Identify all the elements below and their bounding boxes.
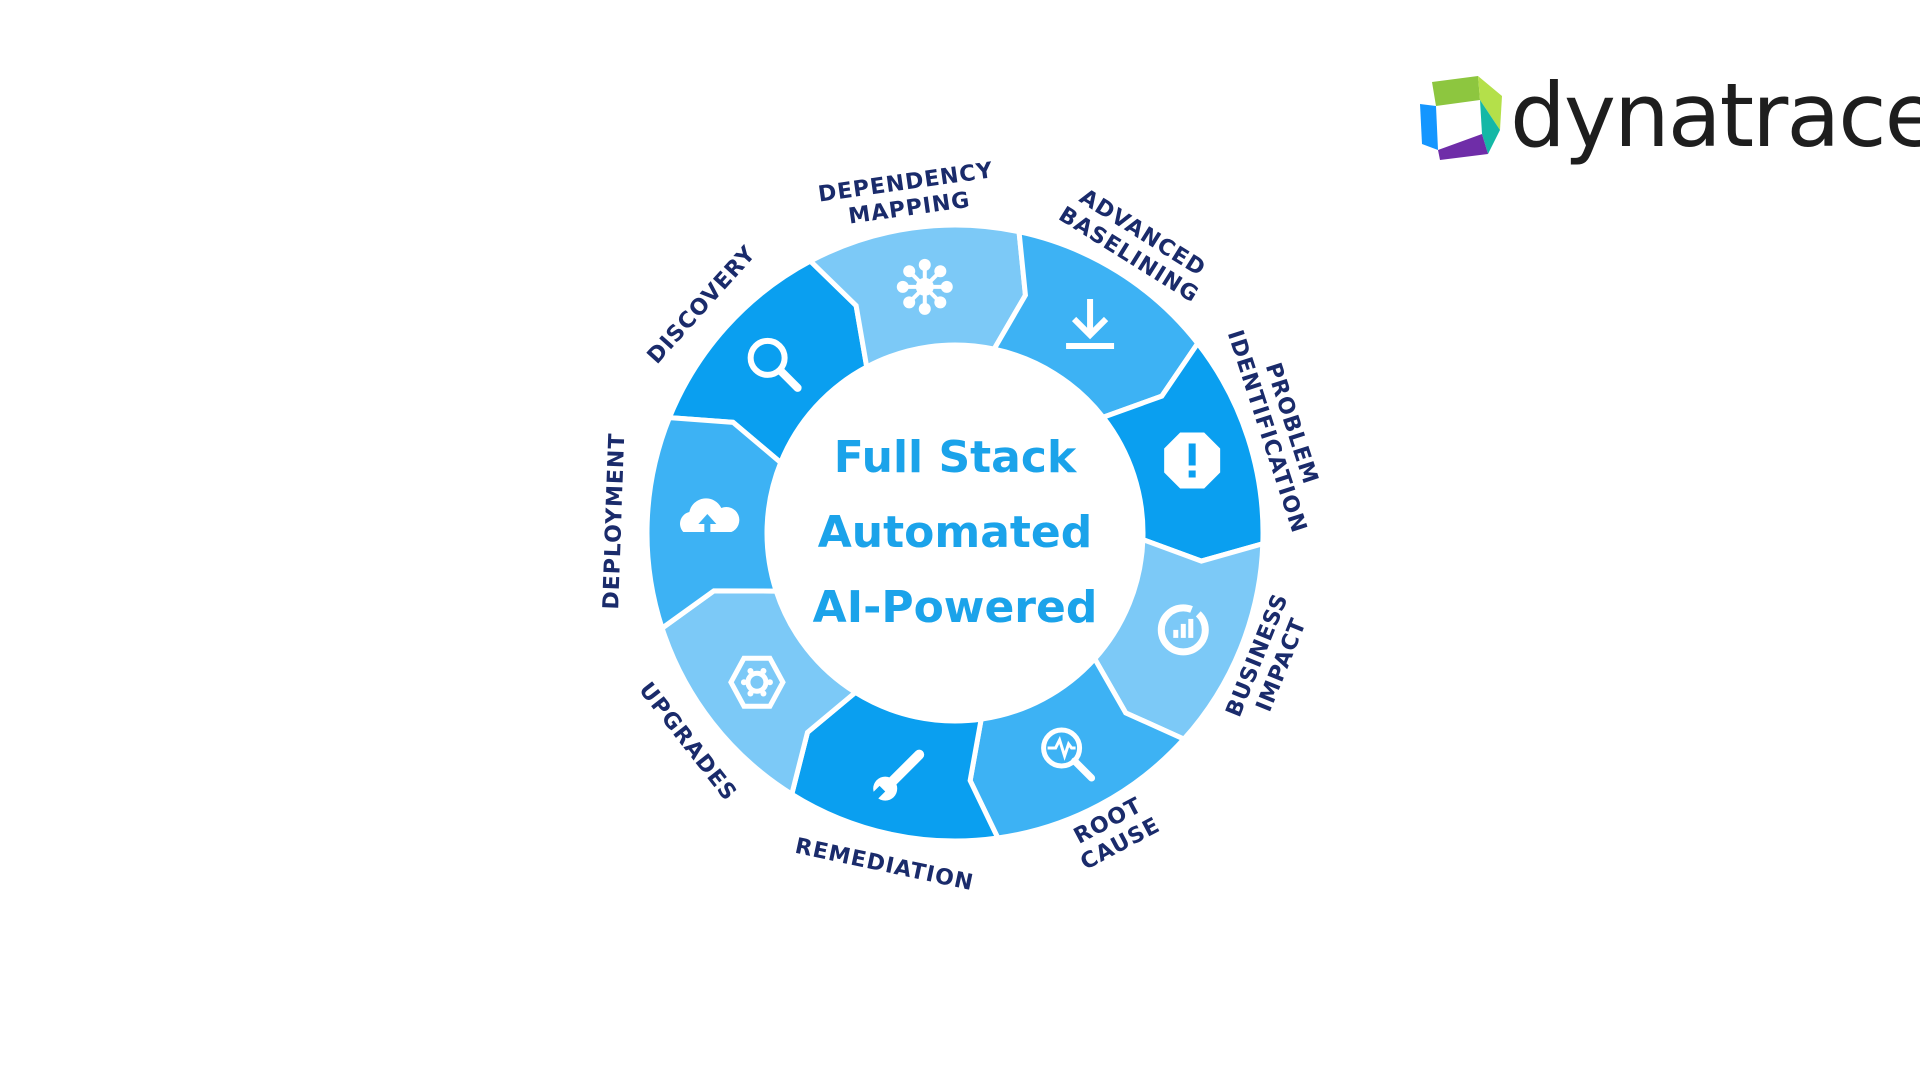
dynatrace-logo: dynatrace — [1418, 66, 1920, 174]
magnifier-icon — [747, 337, 802, 392]
cycle-icons — [680, 258, 1221, 801]
brand-name: dynatrace — [1510, 64, 1920, 167]
wrench-icon — [871, 749, 925, 801]
center-line-3: AI-Powered — [813, 582, 1098, 633]
center-line-1: Full Stack — [834, 432, 1078, 483]
dynatrace-logo-mark-icon — [1420, 76, 1502, 160]
gear-icon — [728, 655, 786, 709]
center-line-2: Automated — [818, 507, 1093, 558]
center-disc — [767, 345, 1143, 721]
stage-label: DEPLOYMENT — [599, 432, 630, 610]
pulse-search-icon — [1041, 727, 1096, 782]
alert-octagon-icon — [1164, 432, 1221, 489]
cloud-upload-icon — [680, 498, 740, 537]
donut-chart-icon — [1157, 604, 1209, 656]
network-icon — [896, 258, 953, 315]
download-icon — [1066, 299, 1115, 350]
